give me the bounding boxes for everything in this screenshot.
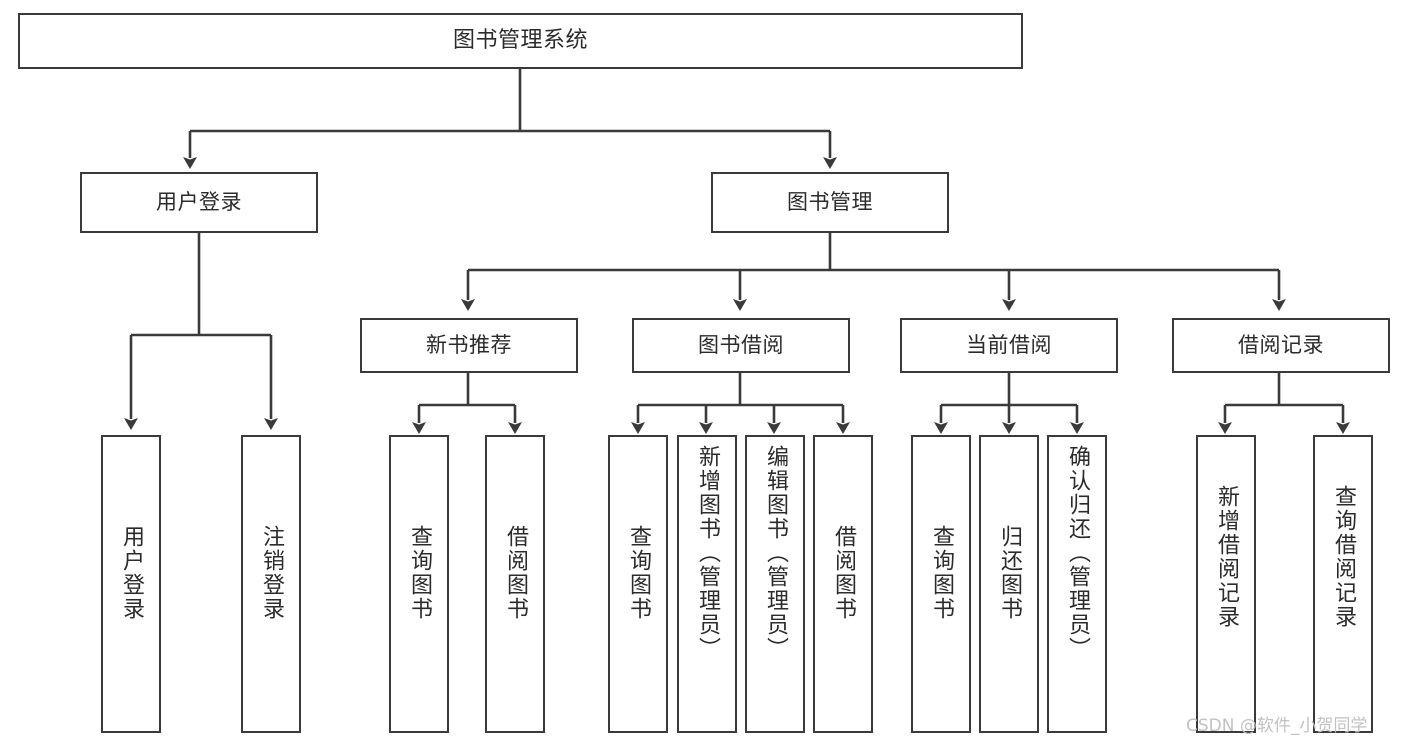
- node-leaf-query-record[interactable]: 查询借阅记录: [1313, 435, 1373, 733]
- node-leaf-confirm-return[interactable]: 确认归还（管理员）: [1047, 435, 1107, 733]
- watermark: CSDN @软件_小贺同学: [1186, 716, 1368, 736]
- node-leaf-query-record-label: 查询借阅记录: [1331, 485, 1356, 629]
- node-leaf-return-book[interactable]: 归还图书: [979, 435, 1039, 733]
- node-leaf-query-book-1-label: 查询图书: [407, 525, 432, 621]
- node-current-borrow[interactable]: 当前借阅: [900, 318, 1118, 373]
- node-leaf-query-book-2[interactable]: 查询图书: [608, 435, 668, 733]
- node-borrow-record[interactable]: 借阅记录: [1172, 318, 1390, 373]
- node-leaf-query-book-2-label: 查询图书: [626, 525, 651, 621]
- node-book-borrow[interactable]: 图书借阅: [632, 318, 850, 373]
- node-leaf-edit-book[interactable]: 编辑图书（管理员）: [745, 435, 805, 733]
- node-leaf-add-record-label: 新增借阅记录: [1214, 485, 1239, 629]
- node-current-borrow-label: 当前借阅: [966, 333, 1052, 358]
- node-root-label: 图书管理系统: [452, 28, 588, 54]
- node-leaf-confirm-return-label: 确认归还（管理员）: [1065, 445, 1090, 661]
- node-leaf-query-book-1[interactable]: 查询图书: [389, 435, 449, 733]
- node-leaf-return-book-label: 归还图书: [997, 525, 1022, 621]
- node-leaf-borrow-book-1-label: 借阅图书: [503, 525, 528, 621]
- node-book-borrow-label: 图书借阅: [698, 333, 784, 358]
- node-leaf-query-book-3[interactable]: 查询图书: [911, 435, 971, 733]
- node-leaf-user-login[interactable]: 用户登录: [101, 435, 161, 733]
- node-user-login[interactable]: 用户登录: [80, 172, 318, 233]
- node-new-book-recommend-label: 新书推荐: [426, 333, 512, 358]
- node-leaf-edit-book-label: 编辑图书（管理员）: [763, 445, 788, 661]
- node-leaf-logout-login-label: 注销登录: [259, 525, 284, 621]
- node-leaf-borrow-book-2-label: 借阅图书: [831, 525, 856, 621]
- node-leaf-add-record[interactable]: 新增借阅记录: [1196, 435, 1256, 733]
- node-leaf-add-book-label: 新增图书（管理员）: [695, 445, 720, 661]
- node-root[interactable]: 图书管理系统: [18, 13, 1023, 69]
- node-leaf-logout-login[interactable]: 注销登录: [241, 435, 301, 733]
- node-leaf-add-book[interactable]: 新增图书（管理员）: [677, 435, 737, 733]
- node-book-manage-label: 图书管理: [787, 190, 873, 215]
- node-user-login-label: 用户登录: [156, 190, 242, 215]
- node-leaf-borrow-book-2[interactable]: 借阅图书: [813, 435, 873, 733]
- node-leaf-borrow-book-1[interactable]: 借阅图书: [485, 435, 545, 733]
- node-leaf-user-login-label: 用户登录: [119, 525, 144, 621]
- node-leaf-query-book-3-label: 查询图书: [929, 525, 954, 621]
- node-new-book-recommend[interactable]: 新书推荐: [360, 318, 578, 373]
- node-book-manage[interactable]: 图书管理: [711, 172, 949, 233]
- node-borrow-record-label: 借阅记录: [1238, 333, 1324, 358]
